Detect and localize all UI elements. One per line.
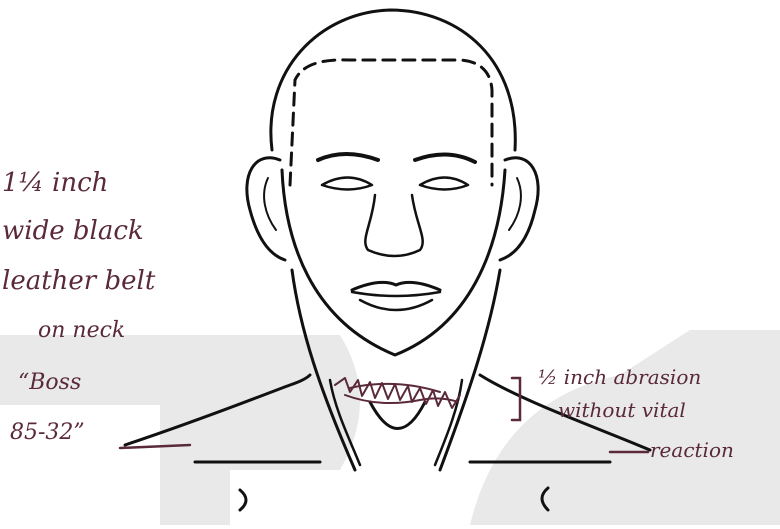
left-note-line-2: wide black (2, 218, 144, 244)
left-note-line-3: leather belt (2, 268, 155, 294)
left-note-line-5: “Boss (18, 372, 81, 394)
right-eyebrow (415, 154, 475, 162)
right-note-line-3: reaction (650, 440, 734, 460)
left-note-line-1: 1¼ inch (2, 170, 108, 196)
face-outline (282, 170, 505, 355)
right-note-line-1: ½ inch abrasion (538, 367, 701, 387)
head-outline (271, 10, 515, 150)
left-note-line-4: on neck (38, 320, 125, 342)
nose (365, 195, 422, 256)
upper-lip (352, 282, 440, 290)
right-bracket (512, 378, 520, 420)
watermark-shape-right (470, 330, 780, 525)
mouth-line (352, 292, 440, 296)
sternal-notch (370, 402, 425, 429)
left-note-line-6: 85-32” (10, 422, 85, 444)
right-eye (420, 178, 468, 190)
left-chest-mark (240, 490, 246, 510)
right-note-line-2: without vital (558, 400, 686, 420)
left-eyebrow (318, 154, 378, 160)
neck-right (440, 270, 500, 470)
hairline-dashed (290, 60, 492, 185)
left-eye (322, 178, 372, 190)
left-ear-inner (264, 178, 276, 230)
right-ear-inner (509, 178, 521, 230)
lower-lip (360, 300, 432, 310)
